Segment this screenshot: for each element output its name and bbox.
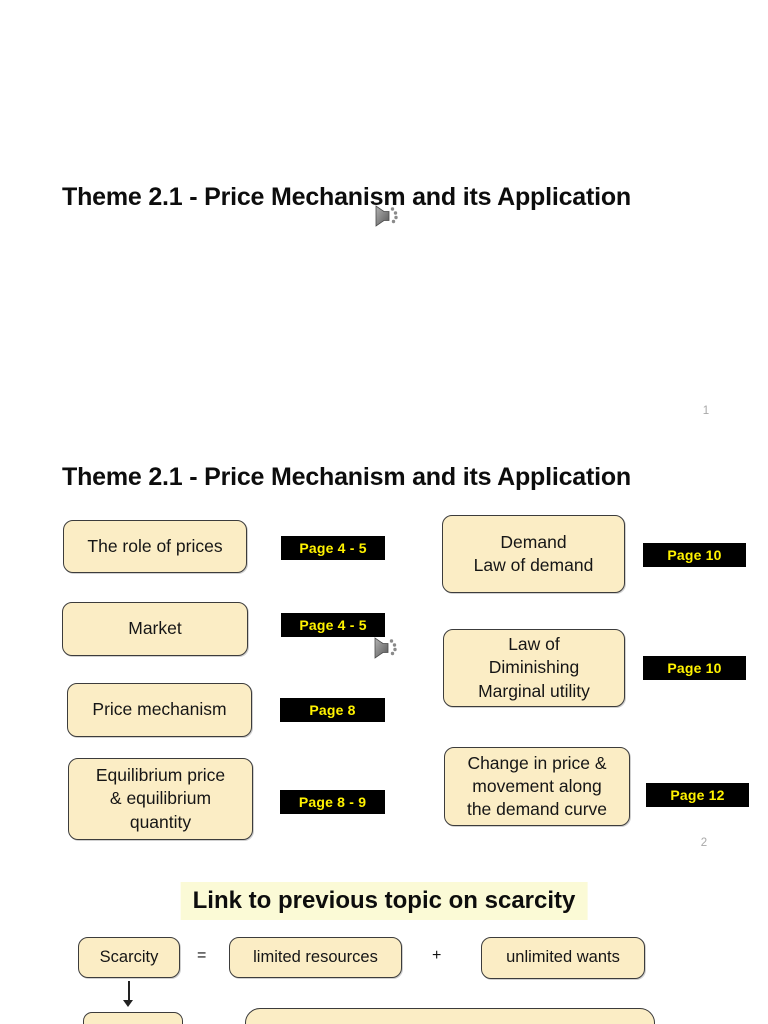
topic-box-demand: Demand Law of demand (442, 515, 625, 593)
topic-box-label: Law of Diminishing Marginal utility (478, 634, 590, 701)
topic-box-label: unlimited wants (506, 948, 620, 967)
topic-box-equilibrium: Equilibrium price & equilibrium quantity (68, 758, 253, 840)
down-arrow-line (128, 981, 130, 1001)
topic-box-label: The role of prices (87, 535, 223, 556)
topic-box-unlimited-wants: unlimited wants (481, 937, 645, 979)
page-badge: Page 4 - 5 (281, 613, 385, 637)
slide1-page-number: 1 (702, 405, 710, 417)
down-arrow-head (123, 1000, 133, 1007)
page-badge: Page 8 (280, 698, 385, 722)
topic-box-limited-resources: limited resources (229, 937, 402, 978)
slide3-title: Link to previous topic on scarcity (180, 882, 588, 920)
topic-box-label: Price mechanism (92, 699, 227, 720)
topic-box-label: Change in price & movement along the dem… (466, 752, 608, 820)
slide2-page-number: 2 (700, 837, 708, 849)
page-badge: Page 8 - 9 (280, 790, 385, 814)
page-badge: Page 4 - 5 (281, 536, 385, 560)
speaker-icon[interactable] (372, 202, 400, 230)
equals-sign: = (197, 947, 207, 964)
topic-box-change-in-price: Change in price & movement along the dem… (444, 747, 630, 826)
topic-box-role-of-prices: The role of prices (63, 520, 247, 573)
plus-sign: + (432, 947, 442, 964)
topic-box-label: limited resources (253, 947, 378, 966)
topic-box-price-mechanism: Price mechanism (67, 683, 252, 737)
topic-box-label: Scarcity (99, 947, 159, 966)
speaker-icon[interactable] (371, 634, 399, 662)
slide2-title: Theme 2.1 - Price Mechanism and its Appl… (62, 463, 631, 491)
slide1-title: Theme 2.1 - Price Mechanism and its Appl… (62, 183, 631, 211)
topic-box-scarcity: Scarcity (78, 937, 180, 978)
page-badge: Page 10 (643, 543, 746, 567)
partial-topic-box (245, 1008, 655, 1024)
topic-box-label: Equilibrium price & equilibrium quantity (95, 765, 226, 832)
page-badge: Page 12 (646, 783, 749, 807)
topic-box-diminishing-marginal-utility: Law of Diminishing Marginal utility (443, 629, 625, 707)
page-badge: Page 10 (643, 656, 746, 680)
partial-topic-box (83, 1012, 183, 1024)
topic-box-market: Market (62, 602, 248, 656)
topic-box-label: Market (128, 618, 182, 639)
topic-box-label: Demand Law of demand (473, 531, 594, 575)
